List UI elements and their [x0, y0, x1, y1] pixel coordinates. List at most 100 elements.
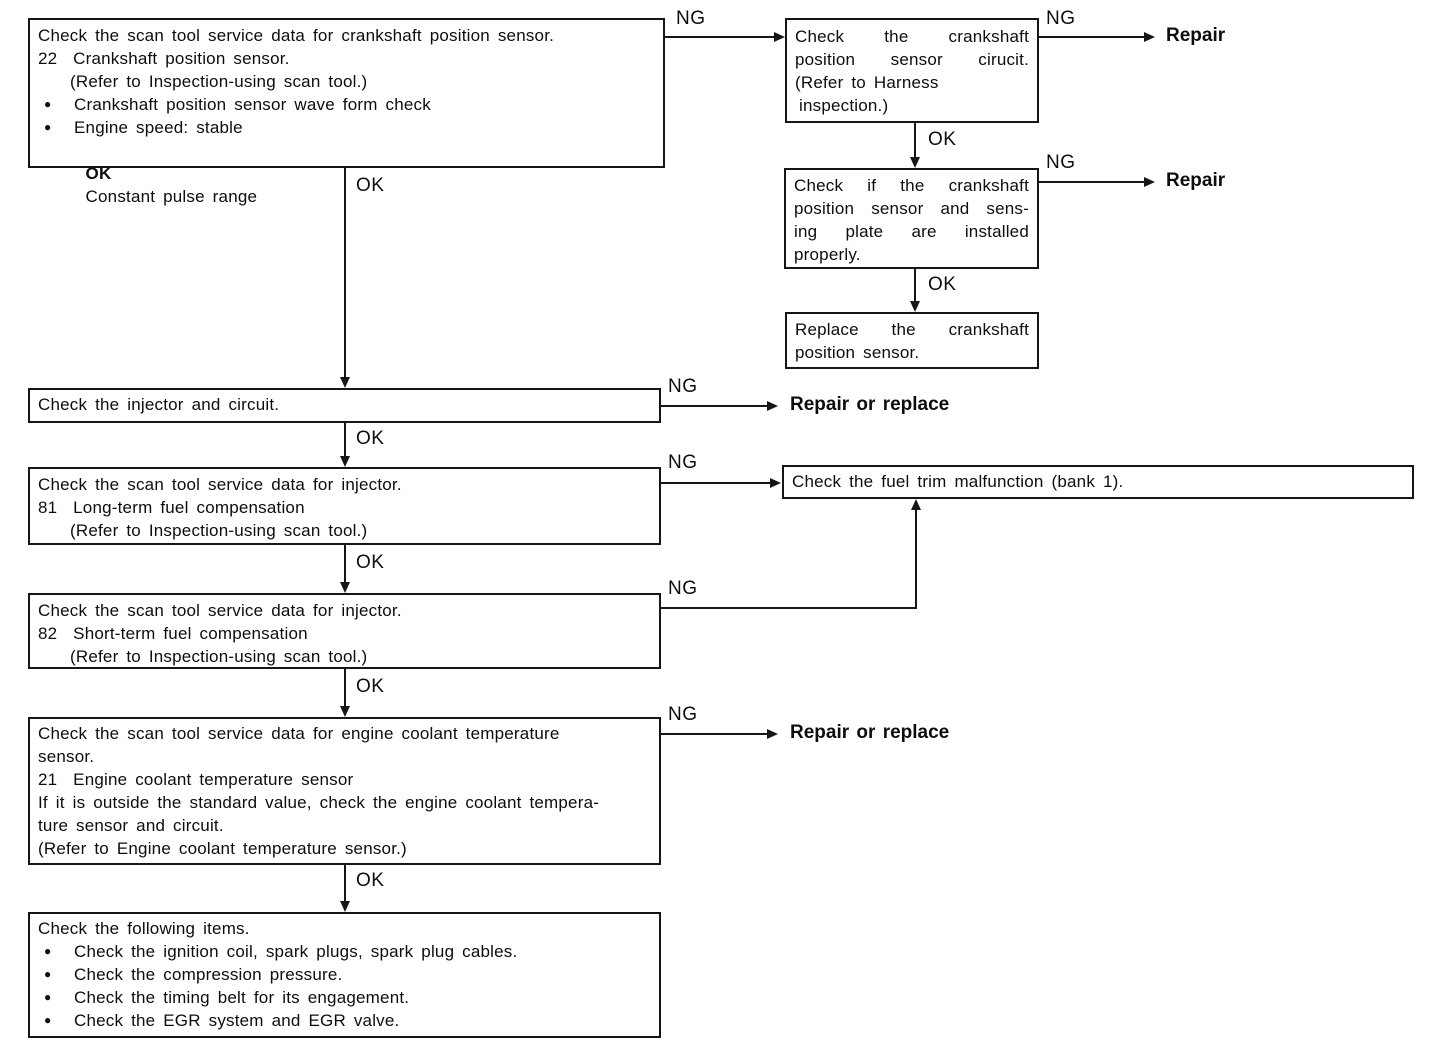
arrow-line	[344, 168, 346, 379]
arrow-line	[915, 510, 917, 609]
bullet-icon: ●	[44, 944, 52, 958]
box-check-sensing-plate: Check if the crankshaft position sensor …	[784, 168, 1039, 269]
box-scan-tool-crankshaft-sensor: Check the scan tool service data for cra…	[28, 18, 665, 206]
box-text-line: Check the fuel trim malfunction (bank 1)…	[792, 472, 1124, 491]
arrow-line	[1039, 181, 1144, 183]
box-text-line: Check the crankshaft	[795, 27, 1029, 46]
ok-prefix: OK	[85, 164, 112, 183]
box-text-line: Crankshaft position sensor wave form che…	[74, 95, 431, 114]
box-check-following-items: Check the following items. ● Check the i…	[28, 912, 661, 1038]
box-check-crankshaft-circuit: Check the crankshaft position sensor cir…	[785, 18, 1039, 123]
box-text-line: Replace the crankshaft	[795, 320, 1029, 339]
box-text-line: Check the EGR system and EGR valve.	[74, 1011, 400, 1030]
box-text-line: Check the scan tool service data for inj…	[38, 601, 402, 620]
box-coolant-temp-sensor: Check the scan tool service data for eng…	[28, 717, 661, 865]
box-text-line: position sensor cirucit.	[795, 50, 1029, 69]
arrowhead-down-icon	[340, 706, 350, 717]
bullet-icon: ●	[44, 120, 52, 134]
arrowhead-right-icon	[1144, 32, 1155, 42]
box-text-line: Check the scan tool service data for eng…	[38, 724, 560, 743]
box-ok-line: OK Constant pulse range	[38, 139, 655, 231]
box-bullet-line: ● Crankshaft position sensor wave form c…	[38, 93, 655, 116]
ng-label: NG	[676, 8, 706, 29]
bullet-icon: ●	[44, 990, 52, 1004]
box-text-line: Check the scan tool service data for inj…	[38, 475, 402, 494]
arrowhead-right-icon	[767, 401, 778, 411]
arrowhead-down-icon	[340, 456, 350, 467]
box-text-line: (Refer to Inspection-using scan tool.)	[70, 647, 368, 666]
ng-label: NG	[668, 452, 698, 473]
arrowhead-up-icon	[911, 499, 921, 510]
box-text-line: Check the injector and circuit.	[38, 395, 280, 414]
box-text-line: Engine speed: stable	[74, 118, 243, 137]
arrowhead-down-icon	[340, 377, 350, 388]
box-text-line: position sensor and sens-	[794, 199, 1029, 218]
box-text-line: 81 Long-term fuel compensation	[38, 498, 305, 517]
box-text-line: sensor.	[38, 747, 95, 766]
ok-label: OK	[356, 175, 385, 196]
ok-label: OK	[356, 428, 385, 449]
ok-label: OK	[928, 274, 957, 295]
arrow-line	[344, 865, 346, 902]
arrowhead-right-icon	[1144, 177, 1155, 187]
repair-label: Repair	[1166, 170, 1226, 191]
ng-label: NG	[668, 578, 698, 599]
ng-label: NG	[1046, 8, 1076, 29]
box-bullet-line: ● Engine speed: stable	[38, 116, 655, 139]
arrow-line	[914, 269, 916, 302]
box-bullet-line: ● Check the EGR system and EGR valve.	[38, 1009, 651, 1032]
ng-label: NG	[668, 376, 698, 397]
box-text-line: Check the timing belt for its engagement…	[74, 988, 410, 1007]
box-check-fuel-trim: Check the fuel trim malfunction (bank 1)…	[782, 465, 1414, 499]
ng-label: NG	[668, 704, 698, 725]
box-text-line: (Refer to Harness	[795, 73, 939, 92]
box-text-line: Check the compression pressure.	[74, 965, 343, 984]
box-text-line: 82 Short-term fuel compensation	[38, 624, 308, 643]
arrowhead-right-icon	[770, 478, 781, 488]
arrowhead-down-icon	[910, 301, 920, 312]
box-text-line: If it is outside the standard value, che…	[38, 793, 600, 812]
arrow-line	[661, 482, 770, 484]
box-text-line: (Refer to Engine coolant temperature sen…	[38, 839, 407, 858]
box-text-line: Check the scan tool service data for cra…	[38, 26, 555, 45]
ok-label: OK	[356, 676, 385, 697]
box-text-line: 21 Engine coolant temperature sensor	[38, 770, 354, 789]
box-replace-crankshaft-sensor: Replace the crankshaft position sensor.	[785, 312, 1039, 369]
box-text-line: Check the following items.	[38, 919, 250, 938]
box-text-line: Check the ignition coil, spark plugs, sp…	[74, 942, 518, 961]
ok-label: OK	[928, 129, 957, 150]
box-text-line: properly.	[794, 245, 861, 264]
box-text-line: (Refer to Inspection-using scan tool.)	[70, 521, 368, 540]
bullet-icon: ●	[44, 97, 52, 111]
box-scan-tool-injector-81: Check the scan tool service data for inj…	[28, 467, 661, 545]
box-text-line: (Refer to Inspection-using scan tool.)	[70, 72, 368, 91]
box-text-line: ing plate are installed	[794, 222, 1029, 241]
arrow-line	[665, 36, 774, 38]
arrow-line	[914, 123, 916, 158]
repair-or-replace-label: Repair or replace	[790, 394, 950, 415]
arrowhead-right-icon	[774, 32, 785, 42]
ng-label: NG	[1046, 152, 1076, 173]
bullet-icon: ●	[44, 967, 52, 981]
arrow-line	[344, 669, 346, 707]
arrowhead-down-icon	[910, 157, 920, 168]
repair-or-replace-label: Repair or replace	[790, 722, 950, 743]
arrowhead-down-icon	[340, 901, 350, 912]
bullet-icon: ●	[44, 1013, 52, 1027]
arrowhead-right-icon	[767, 729, 778, 739]
box-scan-tool-injector-82: Check the scan tool service data for inj…	[28, 593, 661, 669]
box-text-line: 22 Crankshaft position sensor.	[38, 49, 290, 68]
box-bullet-line: ● Check the ignition coil, spark plugs, …	[38, 940, 651, 963]
repair-label: Repair	[1166, 25, 1226, 46]
ok-label: OK	[356, 552, 385, 573]
box-text-line: position sensor.	[795, 343, 920, 362]
box-text-line: inspection.)	[799, 96, 889, 115]
arrow-line	[344, 545, 346, 583]
box-text-line: ture sensor and circuit.	[38, 816, 224, 835]
box-bullet-line: ● Check the timing belt for its engageme…	[38, 986, 651, 1009]
arrow-line	[661, 607, 917, 609]
box-check-injector-circuit: Check the injector and circuit.	[28, 388, 661, 423]
ok-label: OK	[356, 870, 385, 891]
arrowhead-down-icon	[340, 582, 350, 593]
